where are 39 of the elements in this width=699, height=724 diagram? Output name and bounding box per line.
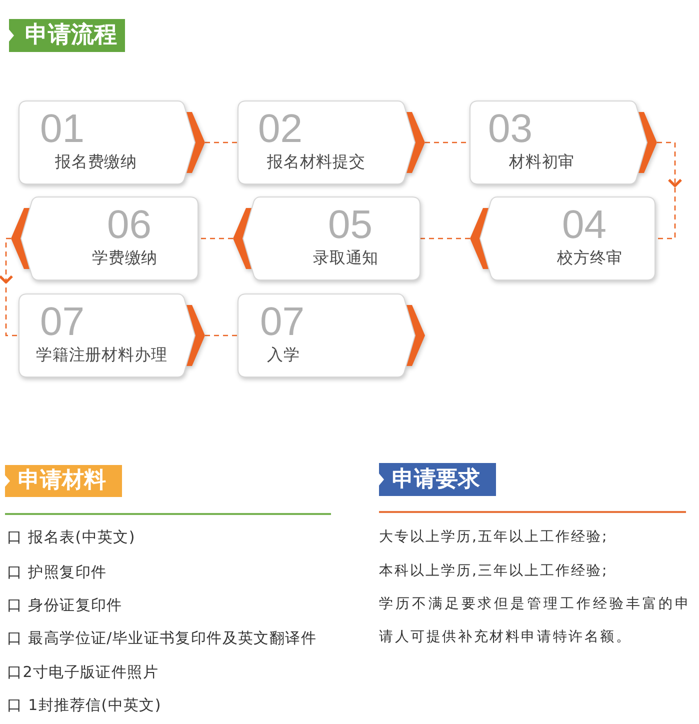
process-box: [233, 197, 420, 280]
step-label: 录取通知: [313, 248, 379, 268]
checklist-item: 口2寸电子版证件照片: [7, 662, 159, 682]
requirement-text: 本科以上学历,三年以上工作经验;: [379, 562, 608, 581]
step-number: 06: [107, 207, 152, 243]
step-number: 04: [562, 207, 606, 243]
step-label: 入学: [267, 345, 300, 365]
process-box: [238, 101, 425, 184]
step-label: 校方终审: [557, 248, 623, 268]
process-box: [19, 101, 205, 184]
requirement-text: 大专以上学历,五年以上工作经验;: [379, 528, 608, 547]
checklist-item: 口 报名表(中英文): [7, 527, 136, 547]
step-number: 07: [40, 304, 84, 340]
step-number: 01: [40, 111, 84, 147]
step-number: 02: [258, 111, 302, 147]
checklist-item: 口 护照复印件: [7, 562, 107, 582]
checklist-item: 口 最高学位证/毕业证书复印件及英文翻译件: [7, 628, 317, 648]
heading-text: 申请材料: [18, 467, 106, 495]
process-box: [470, 197, 655, 280]
process-box: [238, 294, 425, 377]
step-number: 03: [488, 111, 532, 147]
checklist-item: 口 身份证复印件: [7, 595, 122, 615]
step-number: 07: [260, 304, 304, 340]
heading-banner: [9, 19, 125, 52]
process-box: [470, 101, 657, 184]
checklist-item: 口 1封推荐信(中英文): [7, 695, 162, 715]
step-number: 05: [328, 207, 372, 243]
requirement-text: 学历不满足要求但是管理工作经验丰富的申请人可提供补充材料申请特许名额。: [379, 595, 691, 647]
heading-text: 申请要求: [392, 466, 480, 494]
heading-text: 申请流程: [25, 21, 117, 50]
heading-banner: [379, 463, 496, 496]
heading-banner: [5, 465, 122, 497]
step-label: 报名材料提交: [267, 152, 366, 172]
step-label: 报名费缴纳: [55, 152, 137, 172]
process-box: [11, 197, 198, 280]
step-label: 学籍注册材料办理: [36, 345, 168, 365]
step-label: 材料初审: [509, 152, 575, 172]
process-box: [19, 294, 205, 377]
step-label: 学费缴纳: [92, 248, 158, 268]
